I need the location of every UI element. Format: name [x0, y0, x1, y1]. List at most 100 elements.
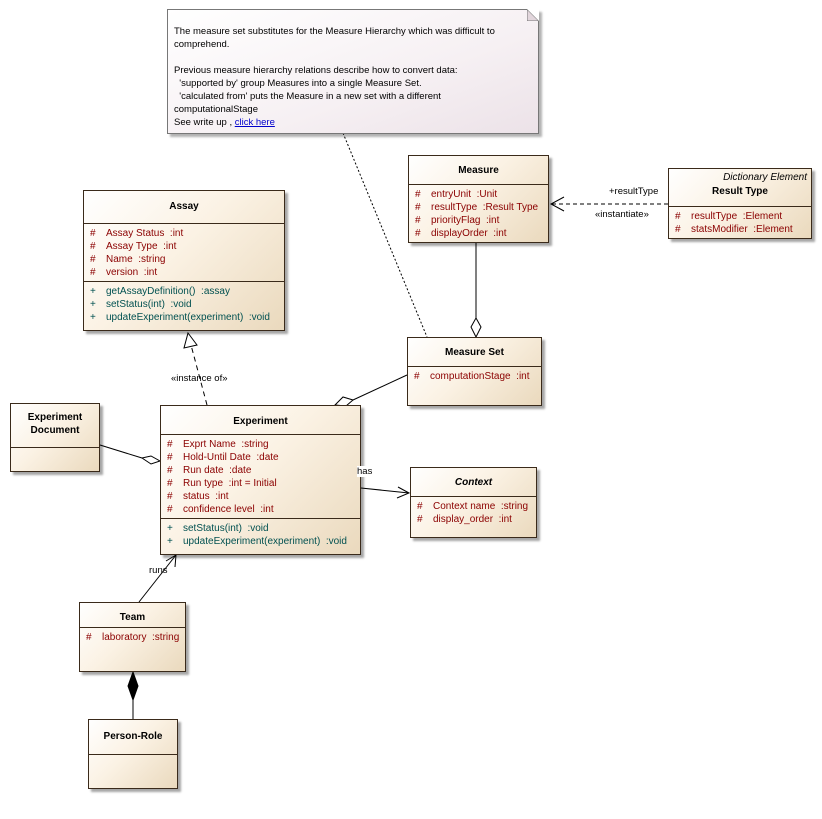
class-team-header: Team [80, 603, 185, 627]
attribute-row: # Assay Status :int [84, 227, 284, 240]
class-team[interactable]: Team # laboratory :string [79, 602, 186, 672]
class-result-type-header: Dictionary Element Result Type [669, 169, 811, 206]
attribute-text: status :int [183, 491, 229, 502]
visibility-marker: # [414, 371, 420, 382]
note-anchor-line [342, 132, 428, 338]
operation-text: updateExperiment(experiment) :void [106, 312, 270, 323]
label-instantiate: «instantiate» [595, 209, 649, 220]
note-line: Previous measure hierarchy relations des… [174, 65, 458, 76]
visibility-marker: # [415, 215, 421, 226]
class-person-role-body [89, 754, 177, 760]
class-person-role[interactable]: Person-Role [88, 719, 178, 789]
note-line: The measure set substitutes for the Meas… [174, 26, 495, 37]
visibility-marker: # [86, 632, 92, 643]
operation-row: +setStatus(int) :void [161, 522, 360, 535]
attribute-text: computationStage :int [430, 371, 530, 382]
attribute-text: Name :string [106, 254, 166, 265]
operation-text: getAssayDefinition() :assay [106, 286, 230, 297]
runs-association-arrow [165, 554, 177, 568]
class-measure[interactable]: Measure #entryUnit :Unit#resultType :Res… [408, 155, 549, 243]
note-line: 'supported by' group Measures into a sin… [174, 78, 422, 89]
attribute-row: # computationStage :int [408, 370, 541, 383]
attribute-row: #Run type :int = Initial [161, 477, 360, 490]
class-context[interactable]: Context #Context name :string# display_or… [410, 467, 537, 538]
class-context-name: Context [454, 477, 493, 488]
operation-text: setStatus(int) :void [183, 523, 269, 534]
class-experiment-document-header: Experiment Document [11, 404, 99, 447]
operation-text: setStatus(int) :void [106, 299, 192, 310]
attribute-row: # Name :string [84, 253, 284, 266]
visibility-marker: # [675, 211, 681, 222]
document-experiment-diamond [140, 455, 162, 465]
visibility-marker: # [415, 202, 421, 213]
visibility-marker: # [167, 439, 173, 450]
note-line: comprehend. [174, 39, 230, 50]
operation-row: + updateExperiment(experiment) :void [84, 311, 284, 324]
note-text: The measure set substitutes for the Meas… [174, 25, 532, 116]
note-link-prefix: See write up , [174, 117, 235, 128]
class-assay-name: Assay [169, 201, 199, 212]
attribute-text: laboratory :string [102, 632, 180, 643]
class-experiment-attributes: # Exprt Name :string#Hold-Until Date :dat… [161, 434, 360, 518]
attribute-text: Assay Type :int [106, 241, 177, 252]
note-link-line: See write up , click here [174, 116, 532, 129]
class-context-attributes: #Context name :string# display_order :int [411, 496, 536, 528]
class-measure-header: Measure [409, 156, 548, 184]
attribute-text: display_order :int [433, 514, 512, 525]
visibility-marker: + [90, 299, 96, 310]
class-experiment-document[interactable]: Experiment Document [10, 403, 100, 472]
attribute-row: #resultType :Element [669, 210, 811, 223]
attribute-row: #version :int [84, 266, 284, 279]
class-result-type-stereotype: Dictionary Element [723, 172, 807, 183]
operation-text: updateExperiment(experiment) :void [183, 536, 347, 547]
visibility-marker: + [90, 312, 96, 323]
class-experiment[interactable]: Experiment # Exprt Name :string#Hold-Unti… [160, 405, 361, 555]
class-measure-set[interactable]: Measure Set # computationStage :int [407, 337, 542, 406]
class-measure-name: Measure [458, 165, 499, 176]
operation-row: + setStatus(int) :void [84, 298, 284, 311]
visibility-marker: # [90, 228, 96, 239]
attribute-text: confidence level :int [183, 504, 274, 515]
attribute-row: #Run date :date [161, 464, 360, 477]
class-assay[interactable]: Assay #Assay Status :int#Assay Type :int… [83, 190, 285, 331]
class-experiment-header: Experiment [161, 406, 360, 434]
attribute-row: #entryUnit :Unit [409, 188, 548, 201]
class-measure-set-name: Measure Set [445, 347, 504, 358]
attribute-row: #Context name :string [411, 500, 536, 513]
class-experiment-document-name-line2: Document [30, 425, 80, 436]
note-line: 'calculated from' puts the Measure in a … [174, 91, 441, 102]
attribute-text: Exprt Name :string [183, 439, 269, 450]
attribute-text: statsModifier :Element [691, 224, 793, 235]
label-runs: runs [149, 565, 168, 576]
attribute-row: #displayOrder :int [409, 227, 548, 240]
visibility-marker: + [167, 536, 173, 547]
attribute-text: Assay Status :int [106, 228, 184, 239]
click-here-link[interactable]: click here [234, 117, 275, 128]
class-person-role-name: Person-Role [103, 731, 163, 742]
visibility-marker: # [167, 452, 173, 463]
class-measure-attributes: #entryUnit :Unit#resultType :Result Type… [409, 184, 548, 242]
class-assay-operations: + getAssayDefinition() :assay + setStatus(i… [84, 281, 284, 326]
class-measure-set-header: Measure Set [408, 338, 541, 366]
visibility-marker: # [90, 254, 96, 265]
note-fold-icon [527, 9, 539, 21]
class-assay-header: Assay [84, 191, 284, 223]
class-result-type[interactable]: Dictionary Element Result Type #resultTy… [668, 168, 812, 239]
label-has: has [357, 466, 373, 477]
visibility-marker: # [417, 514, 423, 525]
class-result-type-attributes: #resultType :Element# statsModifier :Elem… [669, 206, 811, 238]
attribute-text: Run date :date [183, 465, 252, 476]
attribute-row: # resultType :Result Type [409, 201, 548, 214]
class-experiment-name: Experiment [233, 416, 288, 427]
attribute-row: #Hold-Until Date :date [161, 451, 360, 464]
class-team-attributes: # laboratory :string [80, 627, 185, 646]
class-experiment-document-name-line1: Experiment [27, 412, 83, 423]
visibility-marker: # [675, 224, 681, 235]
instance-of-arrowhead [183, 331, 198, 349]
visibility-marker: # [90, 267, 96, 278]
runs-association-line [138, 554, 177, 603]
attribute-text: resultType :Result Type [431, 202, 539, 213]
attribute-row: #Assay Type :int [84, 240, 284, 253]
attribute-row: #confidence level :int [161, 503, 360, 516]
attribute-row: # statsModifier :Element [669, 223, 811, 236]
